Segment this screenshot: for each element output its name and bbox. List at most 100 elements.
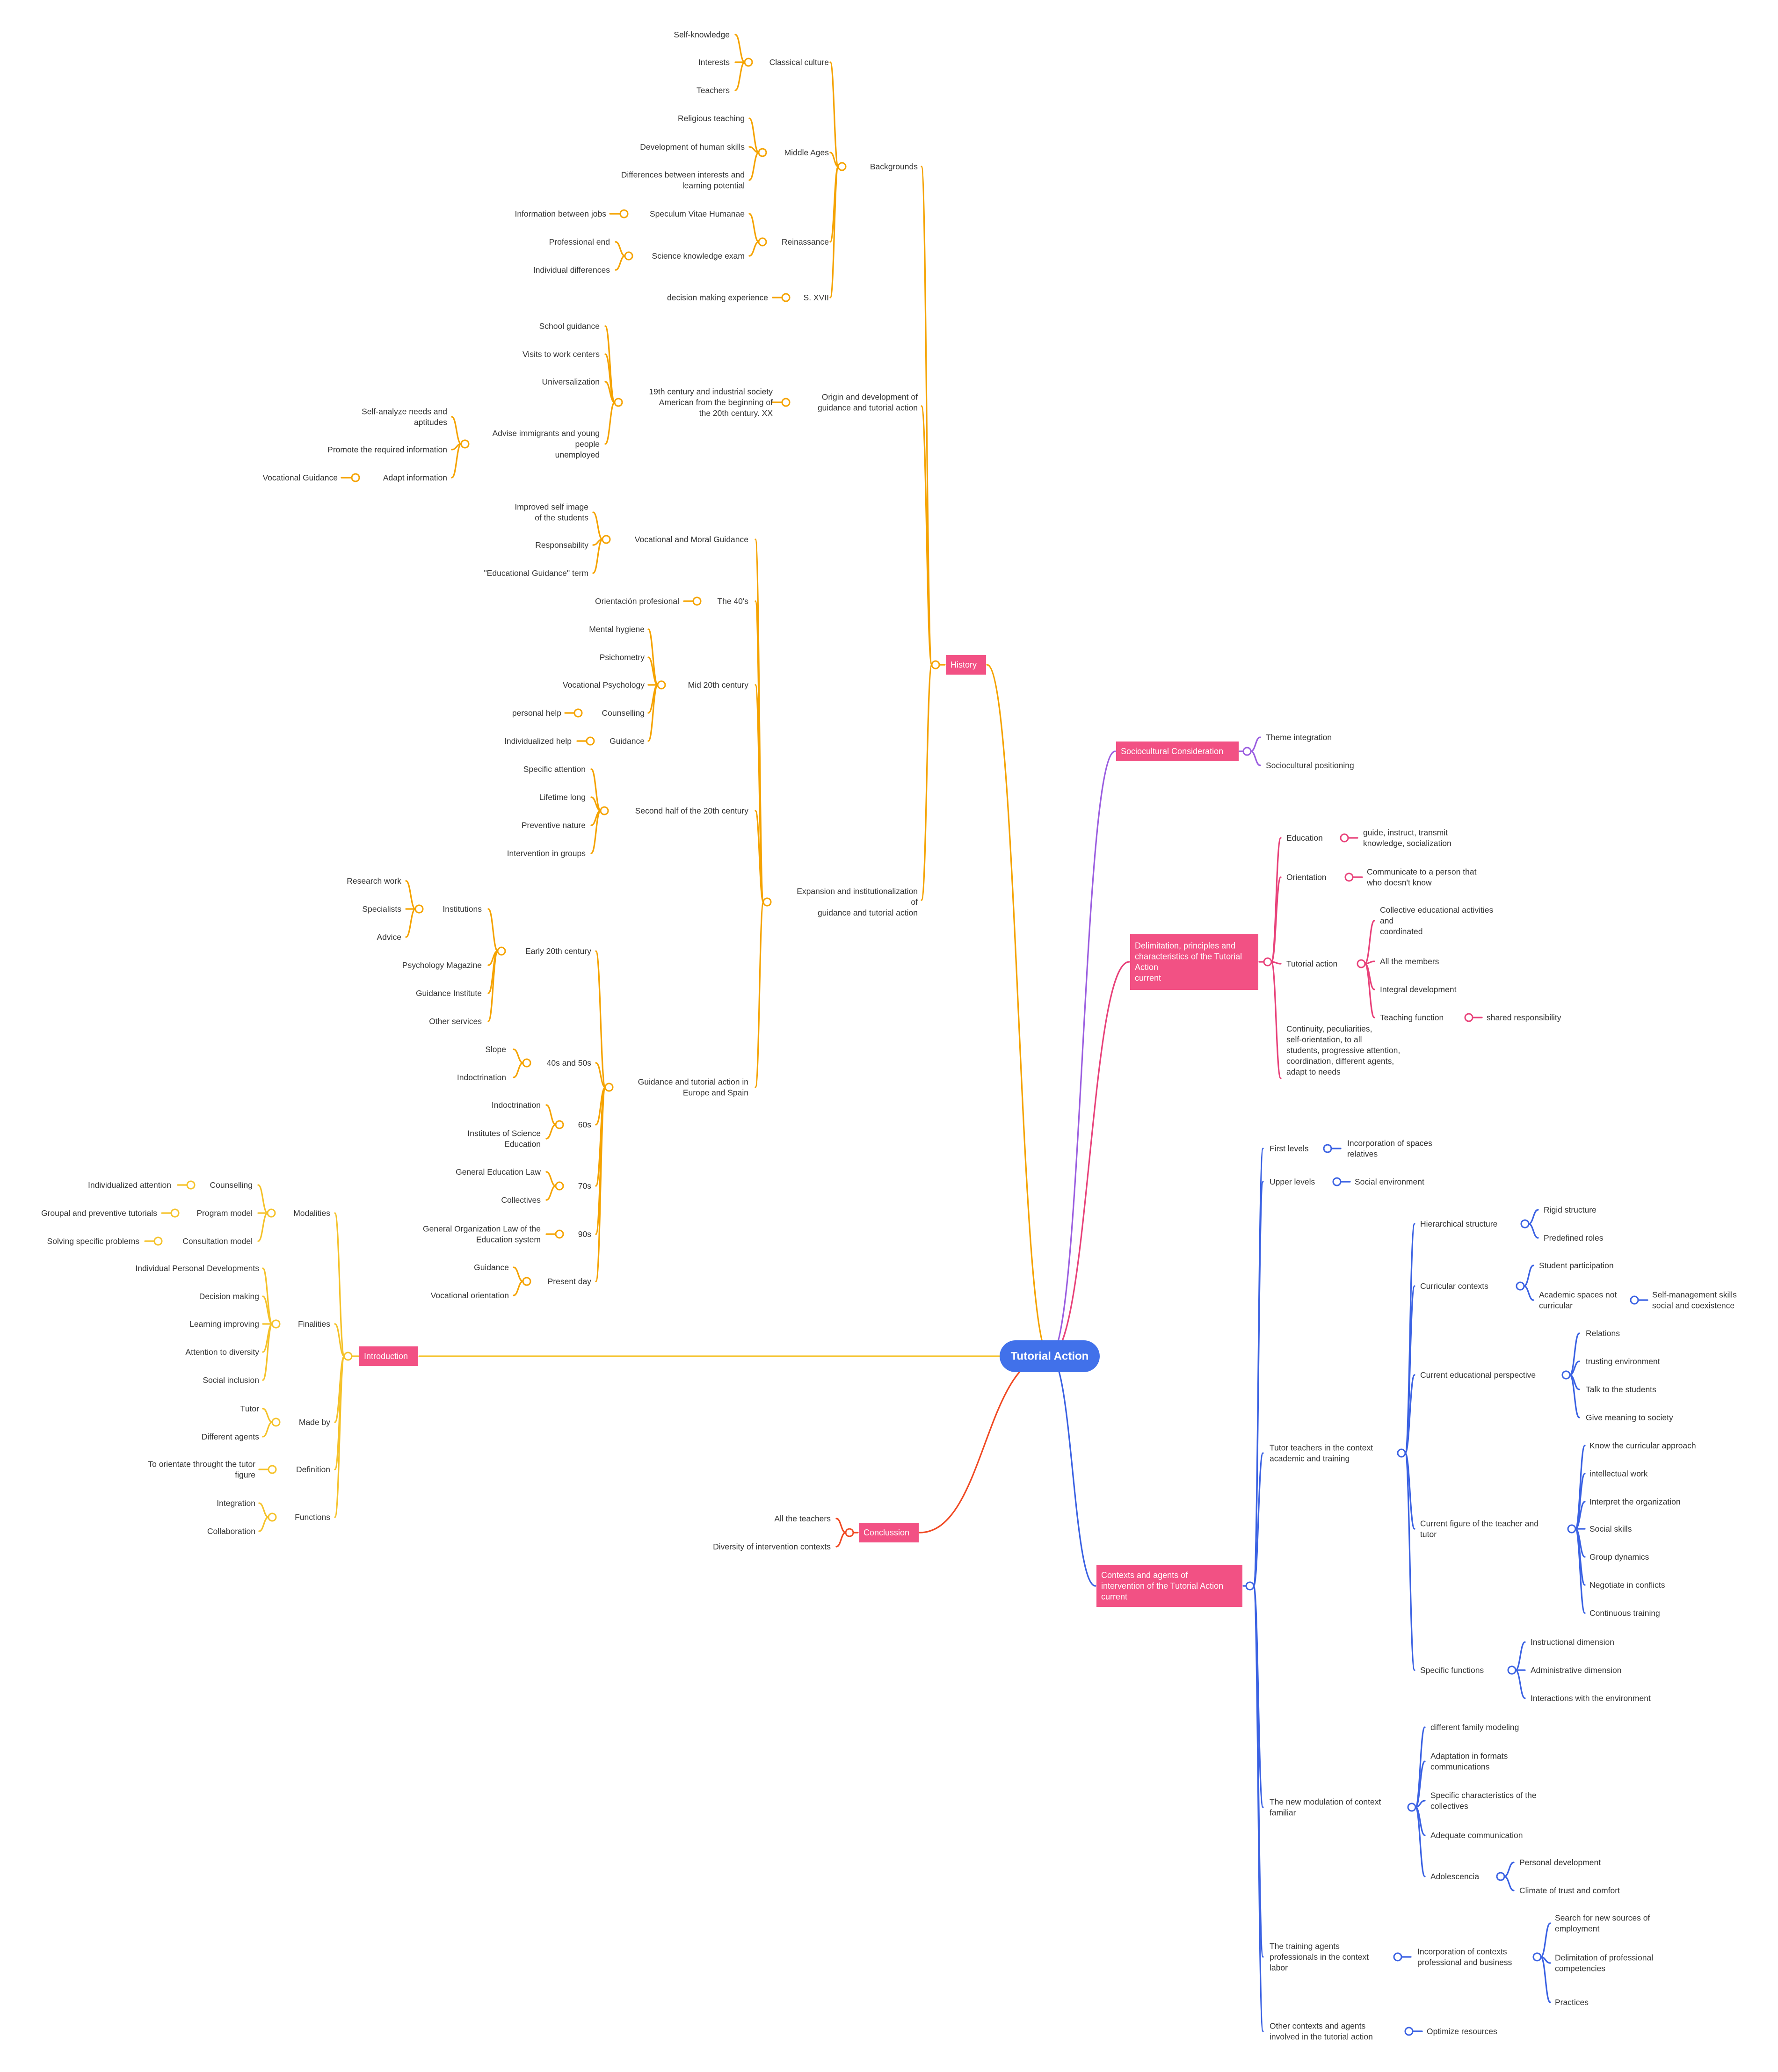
connector-dot bbox=[573, 708, 583, 718]
node-line: The 40's bbox=[717, 596, 748, 606]
branch-delimitation bbox=[1130, 934, 1258, 990]
connector-line bbox=[334, 1212, 345, 1357]
branch-history bbox=[946, 655, 986, 675]
node-line: Collective educational activities bbox=[1380, 905, 1493, 915]
node-line: The new modulation of context bbox=[1270, 1797, 1381, 1807]
node-introduction-solving: Solving specific problems bbox=[47, 1236, 140, 1246]
node-line: Expansion and institutionalization bbox=[797, 887, 918, 896]
node-line: Counselling bbox=[210, 1180, 253, 1190]
connector-line bbox=[257, 1184, 269, 1214]
node-line: Interpret the organization bbox=[1589, 1497, 1681, 1506]
connector-dot bbox=[153, 1236, 163, 1246]
node-line: Orientación profesional bbox=[595, 596, 679, 606]
node-contexts-family-modeling: different family modeling bbox=[1430, 1723, 1519, 1732]
node-history-info-between-jobs: Information between jobs bbox=[515, 209, 606, 218]
connector-dot bbox=[1561, 1370, 1571, 1380]
connector-line bbox=[595, 950, 606, 1088]
node-line: Decision making bbox=[199, 1292, 259, 1301]
node-line: Social inclusion bbox=[203, 1375, 259, 1385]
connector-dot bbox=[931, 660, 940, 669]
connector-dot bbox=[614, 398, 623, 407]
node-contexts-adequate-communication: Adequate communication bbox=[1430, 1831, 1523, 1840]
node-line: tutor bbox=[1420, 1530, 1437, 1539]
node-history-the-40s: The 40's bbox=[717, 596, 748, 606]
branch-introduction-label: Introduction bbox=[364, 1352, 408, 1361]
connector-line bbox=[921, 664, 933, 901]
node-line: Universalization bbox=[542, 377, 600, 386]
connector-line bbox=[1049, 1355, 1096, 1587]
connector-dot bbox=[1407, 1803, 1416, 1812]
node-line: Interests bbox=[698, 58, 730, 67]
branch-line: current bbox=[1101, 1592, 1127, 1601]
connector-line bbox=[513, 1048, 524, 1064]
connector-line bbox=[592, 511, 603, 540]
connector-dot bbox=[781, 398, 791, 407]
node-introduction-individualized-attention: Individualized attention bbox=[88, 1180, 171, 1190]
node-line: Adapt information bbox=[383, 473, 447, 482]
connector-dot bbox=[170, 1208, 180, 1218]
node-line: Attention to diversity bbox=[185, 1347, 259, 1357]
connector-line bbox=[1575, 1501, 1586, 1530]
connector-line bbox=[513, 1280, 524, 1296]
branch-contexts bbox=[1096, 1565, 1242, 1607]
node-history-promote-info: Promote the required information bbox=[327, 445, 447, 454]
node-delimitation-tutorial-action: Tutorial action bbox=[1286, 959, 1337, 968]
node-history-responsability: Responsability bbox=[535, 540, 588, 550]
node-line: Consultation model bbox=[182, 1236, 253, 1246]
node-history-indoctrination-2: Indoctrination bbox=[492, 1100, 541, 1110]
node-line: Advise immigrants and young bbox=[492, 429, 600, 438]
branch-line: Contexts and agents of bbox=[1101, 1570, 1188, 1580]
node-line: Other services bbox=[429, 1017, 482, 1026]
connector-dot bbox=[1242, 747, 1252, 756]
connector-line bbox=[604, 401, 616, 445]
node-contexts-climate-trust: Climate of trust and comfort bbox=[1519, 1886, 1620, 1895]
connector-line bbox=[1270, 876, 1282, 963]
node-line: Classical culture bbox=[769, 58, 829, 67]
node-line: Continuous training bbox=[1589, 1608, 1660, 1618]
node-line: American from the beginning of bbox=[659, 398, 773, 407]
connector-line bbox=[1404, 1374, 1415, 1454]
node-line: professional and business bbox=[1417, 1958, 1512, 1967]
node-line: Know the curricular approach bbox=[1589, 1441, 1696, 1450]
node-delimitation-integral-development: Integral development bbox=[1380, 985, 1457, 994]
node-history-self-knowledge: Self-knowledge bbox=[674, 30, 730, 39]
connector-line bbox=[1528, 1209, 1539, 1225]
node-history-60s: 60s bbox=[578, 1120, 591, 1129]
node-line: intellectual work bbox=[1589, 1469, 1648, 1478]
connector-line bbox=[835, 1518, 847, 1534]
node-line: Current educational perspective bbox=[1420, 1370, 1536, 1380]
connector-line bbox=[262, 1323, 273, 1381]
connector-line bbox=[405, 908, 416, 938]
connector-line bbox=[1575, 1528, 1586, 1614]
node-line: decision making experience bbox=[667, 293, 768, 302]
node-line: Vocational Guidance bbox=[262, 473, 338, 482]
node-contexts-give-meaning: Give meaning to society bbox=[1586, 1413, 1673, 1422]
connector-dot bbox=[1332, 1177, 1342, 1186]
connector-line bbox=[262, 1267, 273, 1325]
node-line: unemployed bbox=[555, 450, 600, 459]
node-introduction-groupal: Groupal and preventive tutorials bbox=[41, 1208, 157, 1218]
connector-line bbox=[405, 880, 416, 910]
node-line: guide, instruct, transmit bbox=[1363, 828, 1448, 837]
node-line: Counselling bbox=[602, 708, 645, 718]
node-line: Social skills bbox=[1589, 1524, 1632, 1534]
connector-line bbox=[1540, 1922, 1551, 1958]
node-history-s-xvii: S. XVII bbox=[804, 293, 829, 302]
node-line: Self-management skills bbox=[1652, 1290, 1737, 1300]
node-history-vocational-moral: Vocational and Moral Guidance bbox=[635, 535, 748, 544]
connector-line bbox=[647, 628, 659, 686]
connector-line bbox=[1250, 736, 1261, 752]
node-history-mental-hygiene: Mental hygiene bbox=[589, 625, 645, 634]
connector-line bbox=[921, 405, 933, 666]
connector-line bbox=[1415, 1760, 1426, 1808]
node-introduction-modalities: Modalities bbox=[293, 1208, 330, 1218]
connector-line bbox=[1528, 1223, 1539, 1239]
node-line: Tutor teachers in the context bbox=[1270, 1443, 1373, 1453]
node-line: Individual differences bbox=[533, 265, 610, 275]
node-line: Guidance Institute bbox=[416, 989, 482, 998]
